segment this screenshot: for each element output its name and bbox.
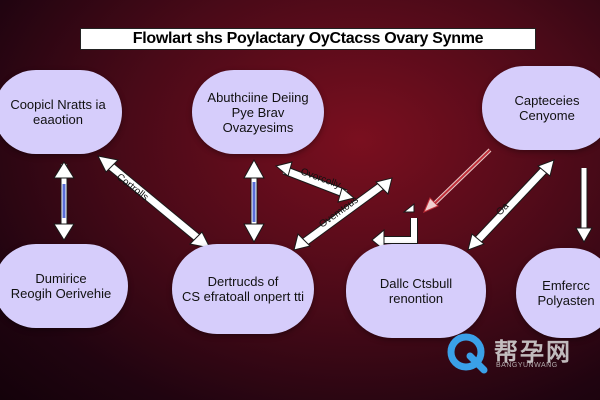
watermark: 帮孕网 BANGYUNWANG	[444, 330, 594, 376]
node-bottom-center-left: Dertrucds of CS efratoall onpert tti	[172, 244, 314, 334]
edge-label-e1: Cortrolls	[114, 172, 150, 204]
arrow-n3-n6	[467, 159, 555, 251]
node-bottom-right: Emfercc Polyasten	[516, 248, 600, 338]
node-bottom-center-right: Dallc Ctsbull renontion	[346, 244, 486, 338]
arrow-n6-n5	[293, 177, 393, 251]
arrow-n2-n5	[243, 158, 265, 244]
arrow-n3-n7	[575, 168, 593, 244]
watermark-q-icon	[447, 333, 488, 374]
watermark-cn-text: 帮孕网	[494, 338, 572, 366]
arrow-n2-n6	[274, 161, 356, 203]
watermark-en-text: BANGYUNWANG	[496, 362, 558, 369]
node-bottom-left: Dumirice Reogih Oerivehie	[0, 244, 128, 328]
node-top-right: Capteceies Cenyome	[482, 66, 600, 150]
arrow-red-n3	[423, 148, 492, 213]
diagram-title: Flowlart shs Poylactary OyCtacss Ovary S…	[80, 28, 536, 50]
node-top-left: Coopicl Nratts ia eaaotion	[0, 70, 122, 154]
arrow-n1-n5	[97, 155, 211, 249]
arrow-n1-n4	[53, 161, 75, 241]
node-top-center: Abuthciine Deiing Pye Brav Ovazyesims	[192, 70, 324, 154]
